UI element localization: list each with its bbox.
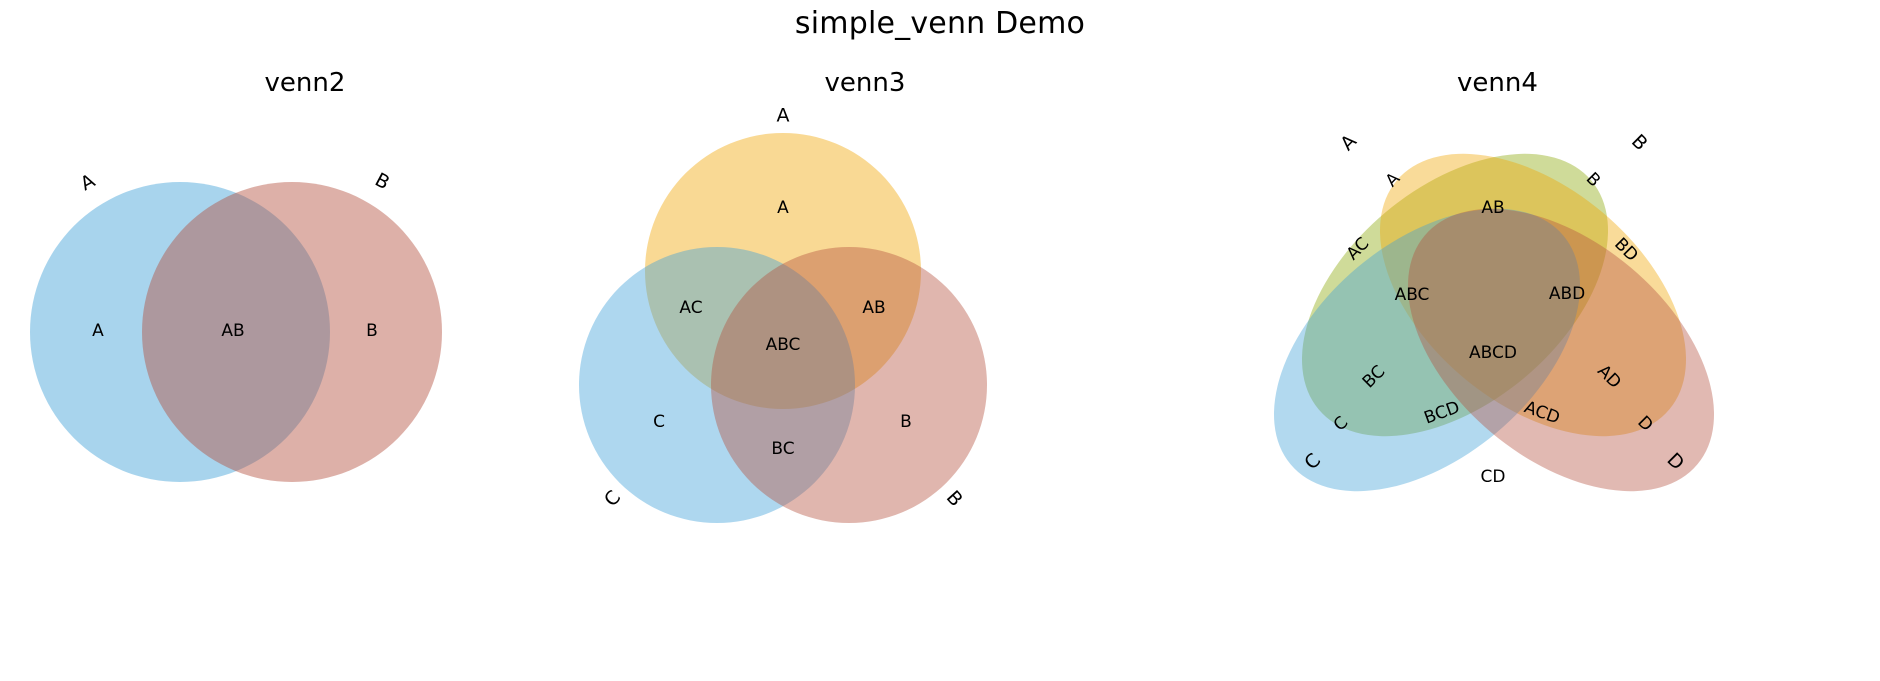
venn4-set-C-ellipse — [1273, 208, 1581, 492]
venn3-outer-label-B: B — [942, 486, 967, 510]
venn2-outer-label-A: A — [77, 170, 99, 196]
venn3-region-C: C — [653, 412, 665, 432]
venn4-region-AB: AB — [1481, 198, 1504, 218]
venn3-set-A-circle — [645, 133, 921, 409]
venn4-region-ABD: ABD — [1549, 284, 1585, 304]
venn3-region-BC: BC — [771, 439, 794, 459]
venn2-outer-labels: A B — [77, 169, 393, 196]
venn3-region-B: B — [900, 412, 912, 432]
venn4-region-CD: CD — [1481, 467, 1506, 487]
venn3-region-AB: AB — [862, 298, 885, 318]
venn3-region-AC: AC — [679, 298, 702, 318]
venn4-set-D-ellipse — [1407, 208, 1715, 492]
venn3-outer-label-C: C — [600, 486, 625, 511]
panel-venn2: venn2 A B A AB B — [0, 60, 610, 660]
venn2-region-AB: AB — [221, 321, 244, 341]
venn3-outer-label-A: A — [777, 105, 790, 127]
venn2-canvas: A B A AB B — [30, 169, 442, 482]
venn4-canvas: A B C D A B AB AC BD ABC ABD ABCD BC AD … — [1273, 130, 1715, 492]
venn2-set-A-circle — [30, 182, 330, 482]
venn2-shapes — [30, 182, 442, 482]
venn2-region-labels: A AB B — [92, 321, 378, 341]
panel-venn4-title: venn4 — [1457, 68, 1538, 98]
panel-venn2-title: venn2 — [264, 68, 346, 98]
venn4-set-A-ellipse — [1301, 153, 1609, 437]
venn4-outer-label-B: B — [1627, 130, 1652, 155]
venn2-outer-label-B: B — [371, 169, 393, 195]
venn3-region-ABC: ABC — [766, 335, 801, 355]
venn3-canvas: A B C A AB AC ABC B C BC — [579, 105, 987, 523]
venn4-shapes — [1273, 153, 1715, 492]
venn3-set-C-circle — [579, 247, 855, 523]
venn2-region-A: A — [92, 321, 104, 341]
panel-venn4: venn4 A B C D A B AB AC BD ABC ABD — [1115, 60, 1880, 660]
figure-title: simple_venn Demo — [794, 6, 1086, 41]
venn3-region-A: A — [777, 198, 789, 218]
venn4-region-ABCD: ABCD — [1469, 343, 1517, 363]
venn3-set-B-circle — [711, 247, 987, 523]
venn4-set-B-ellipse — [1379, 153, 1687, 437]
venn3-region-labels: A AB AC ABC B C BC — [653, 198, 912, 459]
panel-venn3: venn3 A B C A AB AC ABC B C BC — [560, 60, 1170, 660]
venn4-outer-label-A: A — [1336, 130, 1361, 155]
panel-venn3-title: venn3 — [824, 68, 906, 98]
venn2-set-B-circle — [142, 182, 442, 482]
venn2-region-B: B — [366, 321, 378, 341]
venn4-region-ABC: ABC — [1395, 285, 1430, 305]
venn3-shapes — [579, 133, 987, 523]
